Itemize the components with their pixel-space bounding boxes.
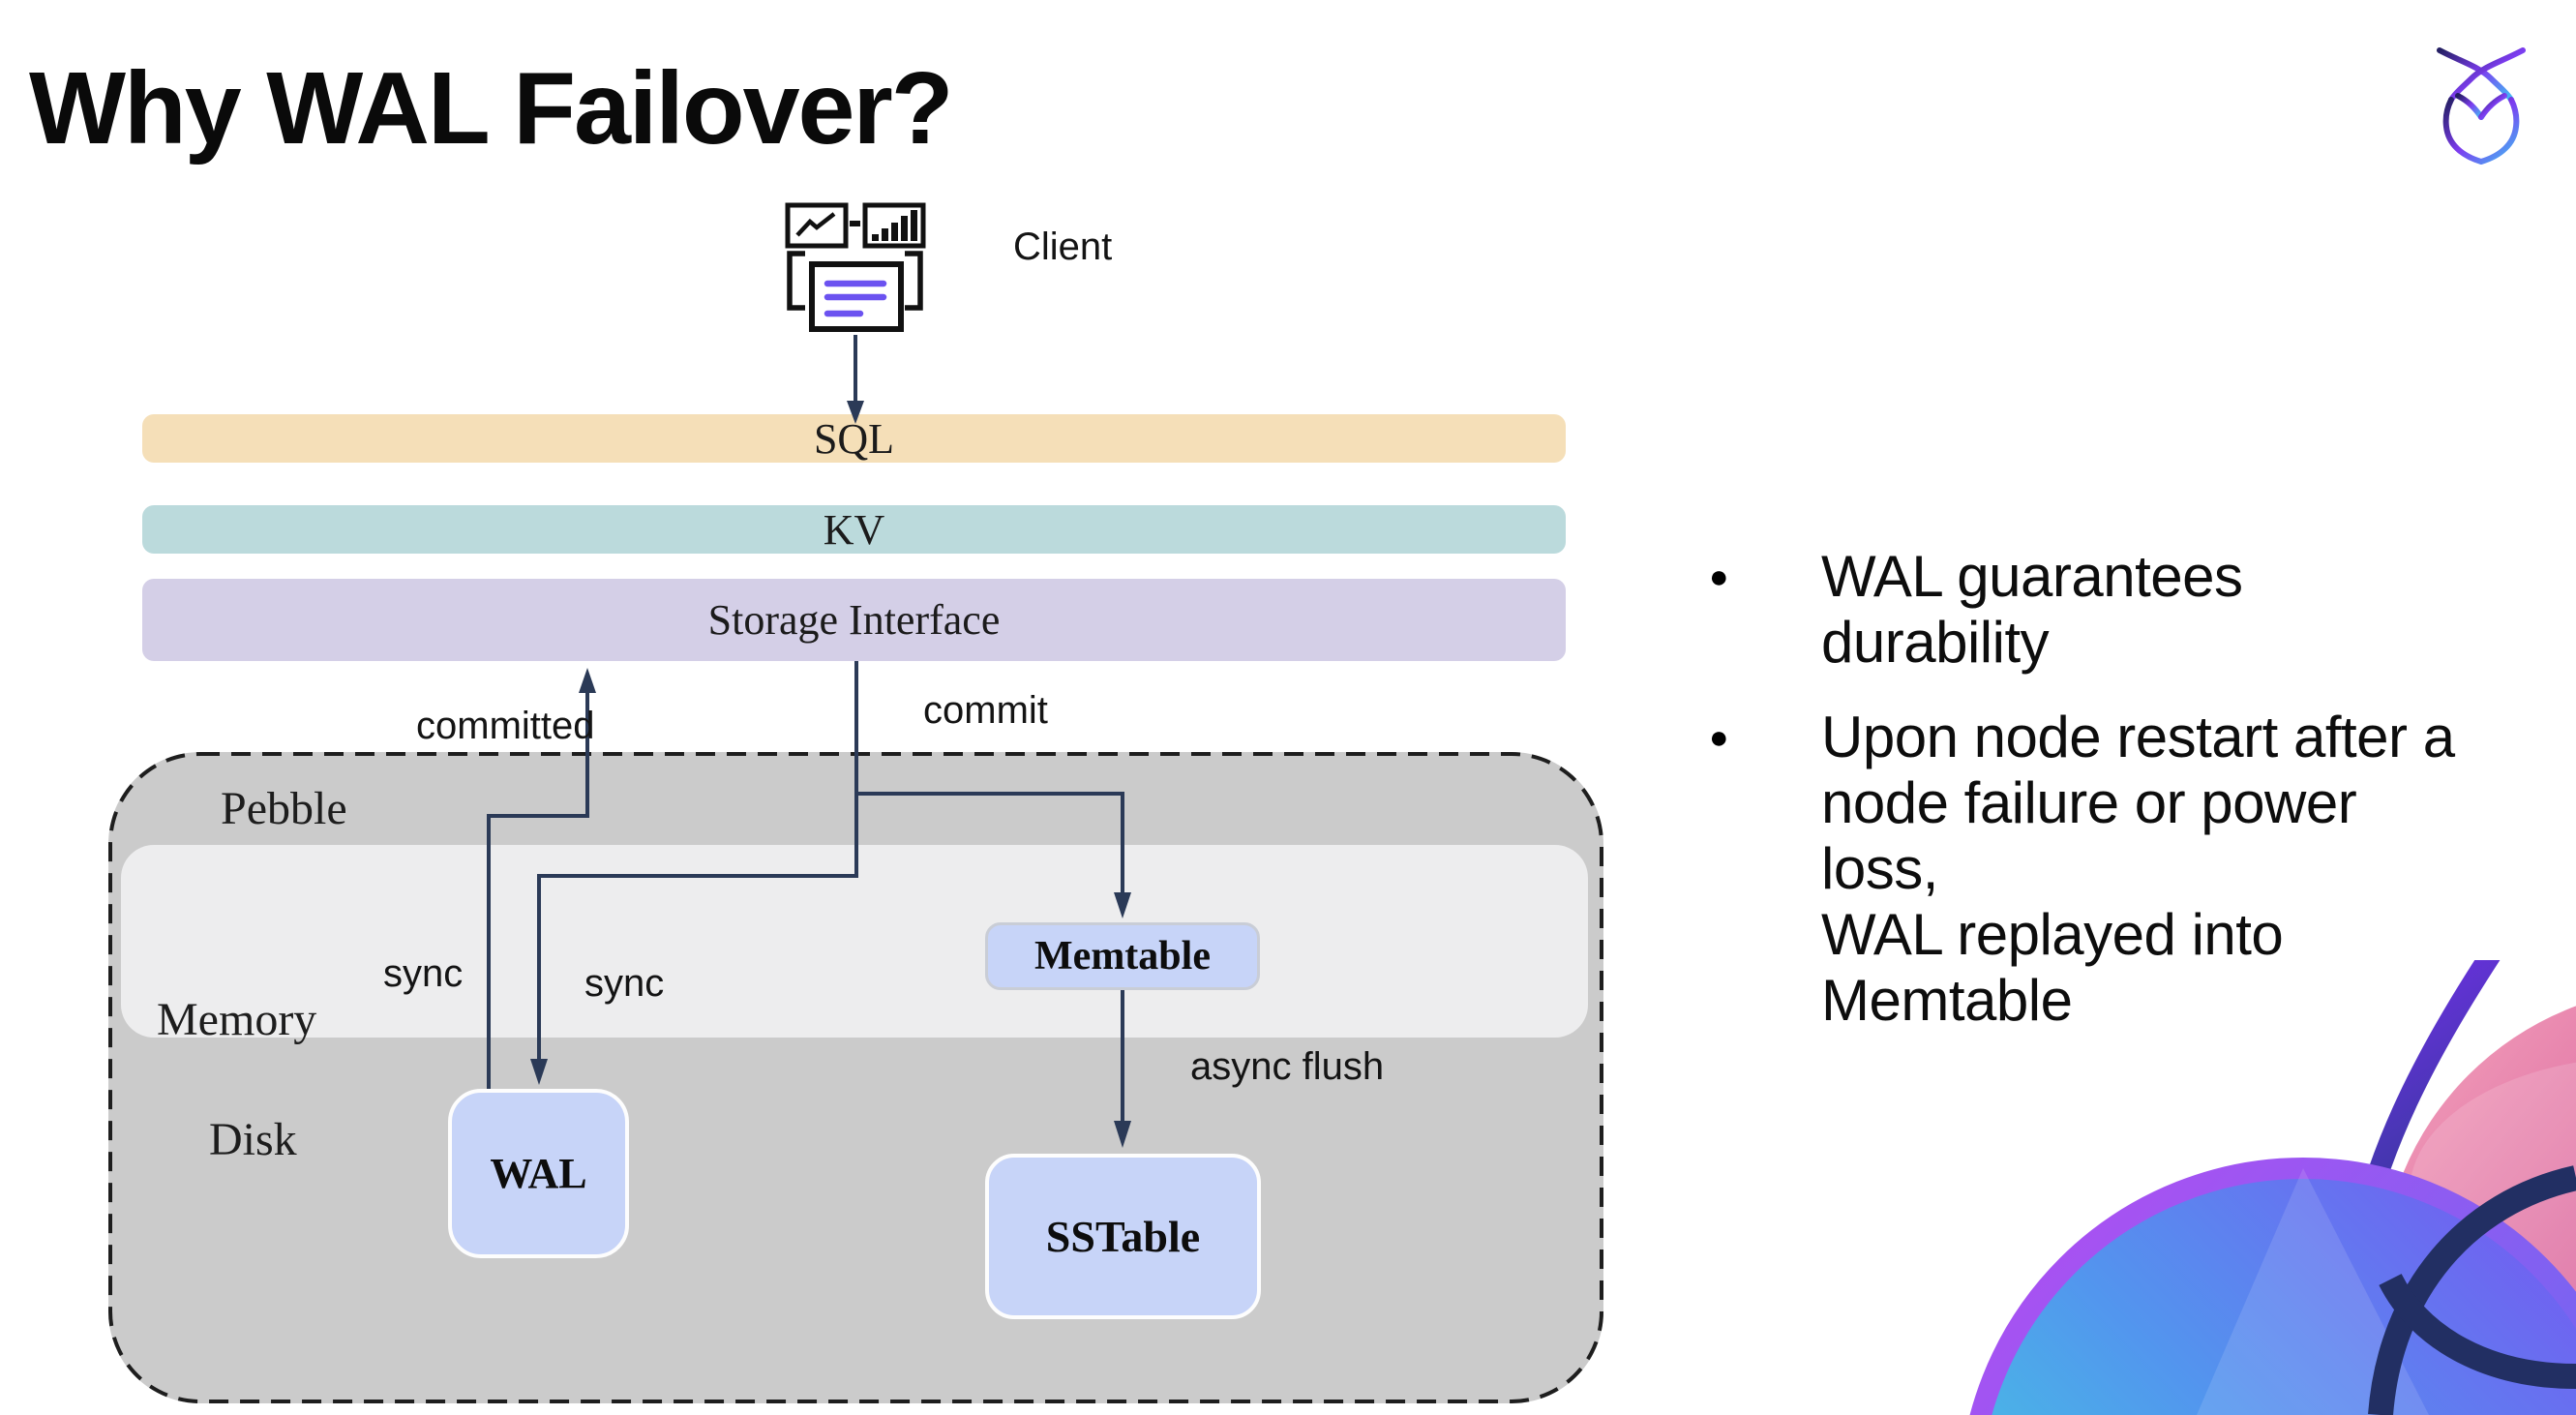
arrowhead-into-storage	[579, 668, 596, 693]
list-item: ● Upon node restart after a node failure…	[1699, 705, 2473, 1034]
memtable-box: Memtable	[985, 922, 1260, 990]
wal-label: WAL	[490, 1150, 587, 1197]
sync-right-label: sync	[584, 962, 665, 1005]
bullet-list: ● WAL guarantees durability ● Upon node …	[1699, 544, 2473, 1034]
committed-label: committed	[416, 705, 595, 747]
layer-label-storage-interface: Storage Interface	[707, 596, 1001, 644]
layer-label-sql: SQL	[813, 414, 895, 463]
layer-bar-storage-interface: Storage Interface	[142, 579, 1566, 661]
bullet-marker: ●	[1709, 719, 1729, 756]
layer-bar-kv: KV	[142, 505, 1566, 554]
sstable-box: SSTable	[985, 1154, 1261, 1319]
corner-decoration	[1969, 960, 2576, 1415]
cockroachdb-logo-icon	[2437, 47, 2526, 165]
disk-label: Disk	[209, 1114, 297, 1165]
right-bracket-icon	[905, 251, 923, 311]
pebble-label: Pebble	[221, 783, 347, 834]
left-bracket-icon	[787, 251, 805, 311]
layer-label-kv: KV	[823, 505, 885, 554]
document-icon	[809, 261, 904, 332]
layer-bar-sql: SQL	[142, 414, 1566, 463]
bullet-marker: ●	[1709, 558, 1729, 595]
client-icon	[785, 202, 926, 332]
memory-region	[121, 845, 1588, 1038]
bullet-text: WAL guarantees durability	[1821, 544, 2243, 675]
list-item: ● WAL guarantees durability	[1699, 544, 2473, 676]
commit-label: commit	[923, 689, 1048, 732]
bar-chart-icon	[862, 202, 926, 249]
dash-connector-icon	[850, 221, 860, 226]
memory-label: Memory	[157, 994, 317, 1045]
bullet-text: Upon node restart after a node failure o…	[1821, 705, 2455, 1033]
sstable-label: SSTable	[1045, 1212, 1201, 1261]
line-chart-icon	[785, 202, 849, 249]
sync-left-label: sync	[383, 952, 464, 995]
async-flush-label: async flush	[1190, 1045, 1385, 1088]
page-title: Why WAL Failover?	[29, 51, 953, 166]
memtable-label: Memtable	[1034, 934, 1211, 978]
client-label: Client	[1013, 226, 1113, 268]
wal-box: WAL	[448, 1089, 629, 1258]
